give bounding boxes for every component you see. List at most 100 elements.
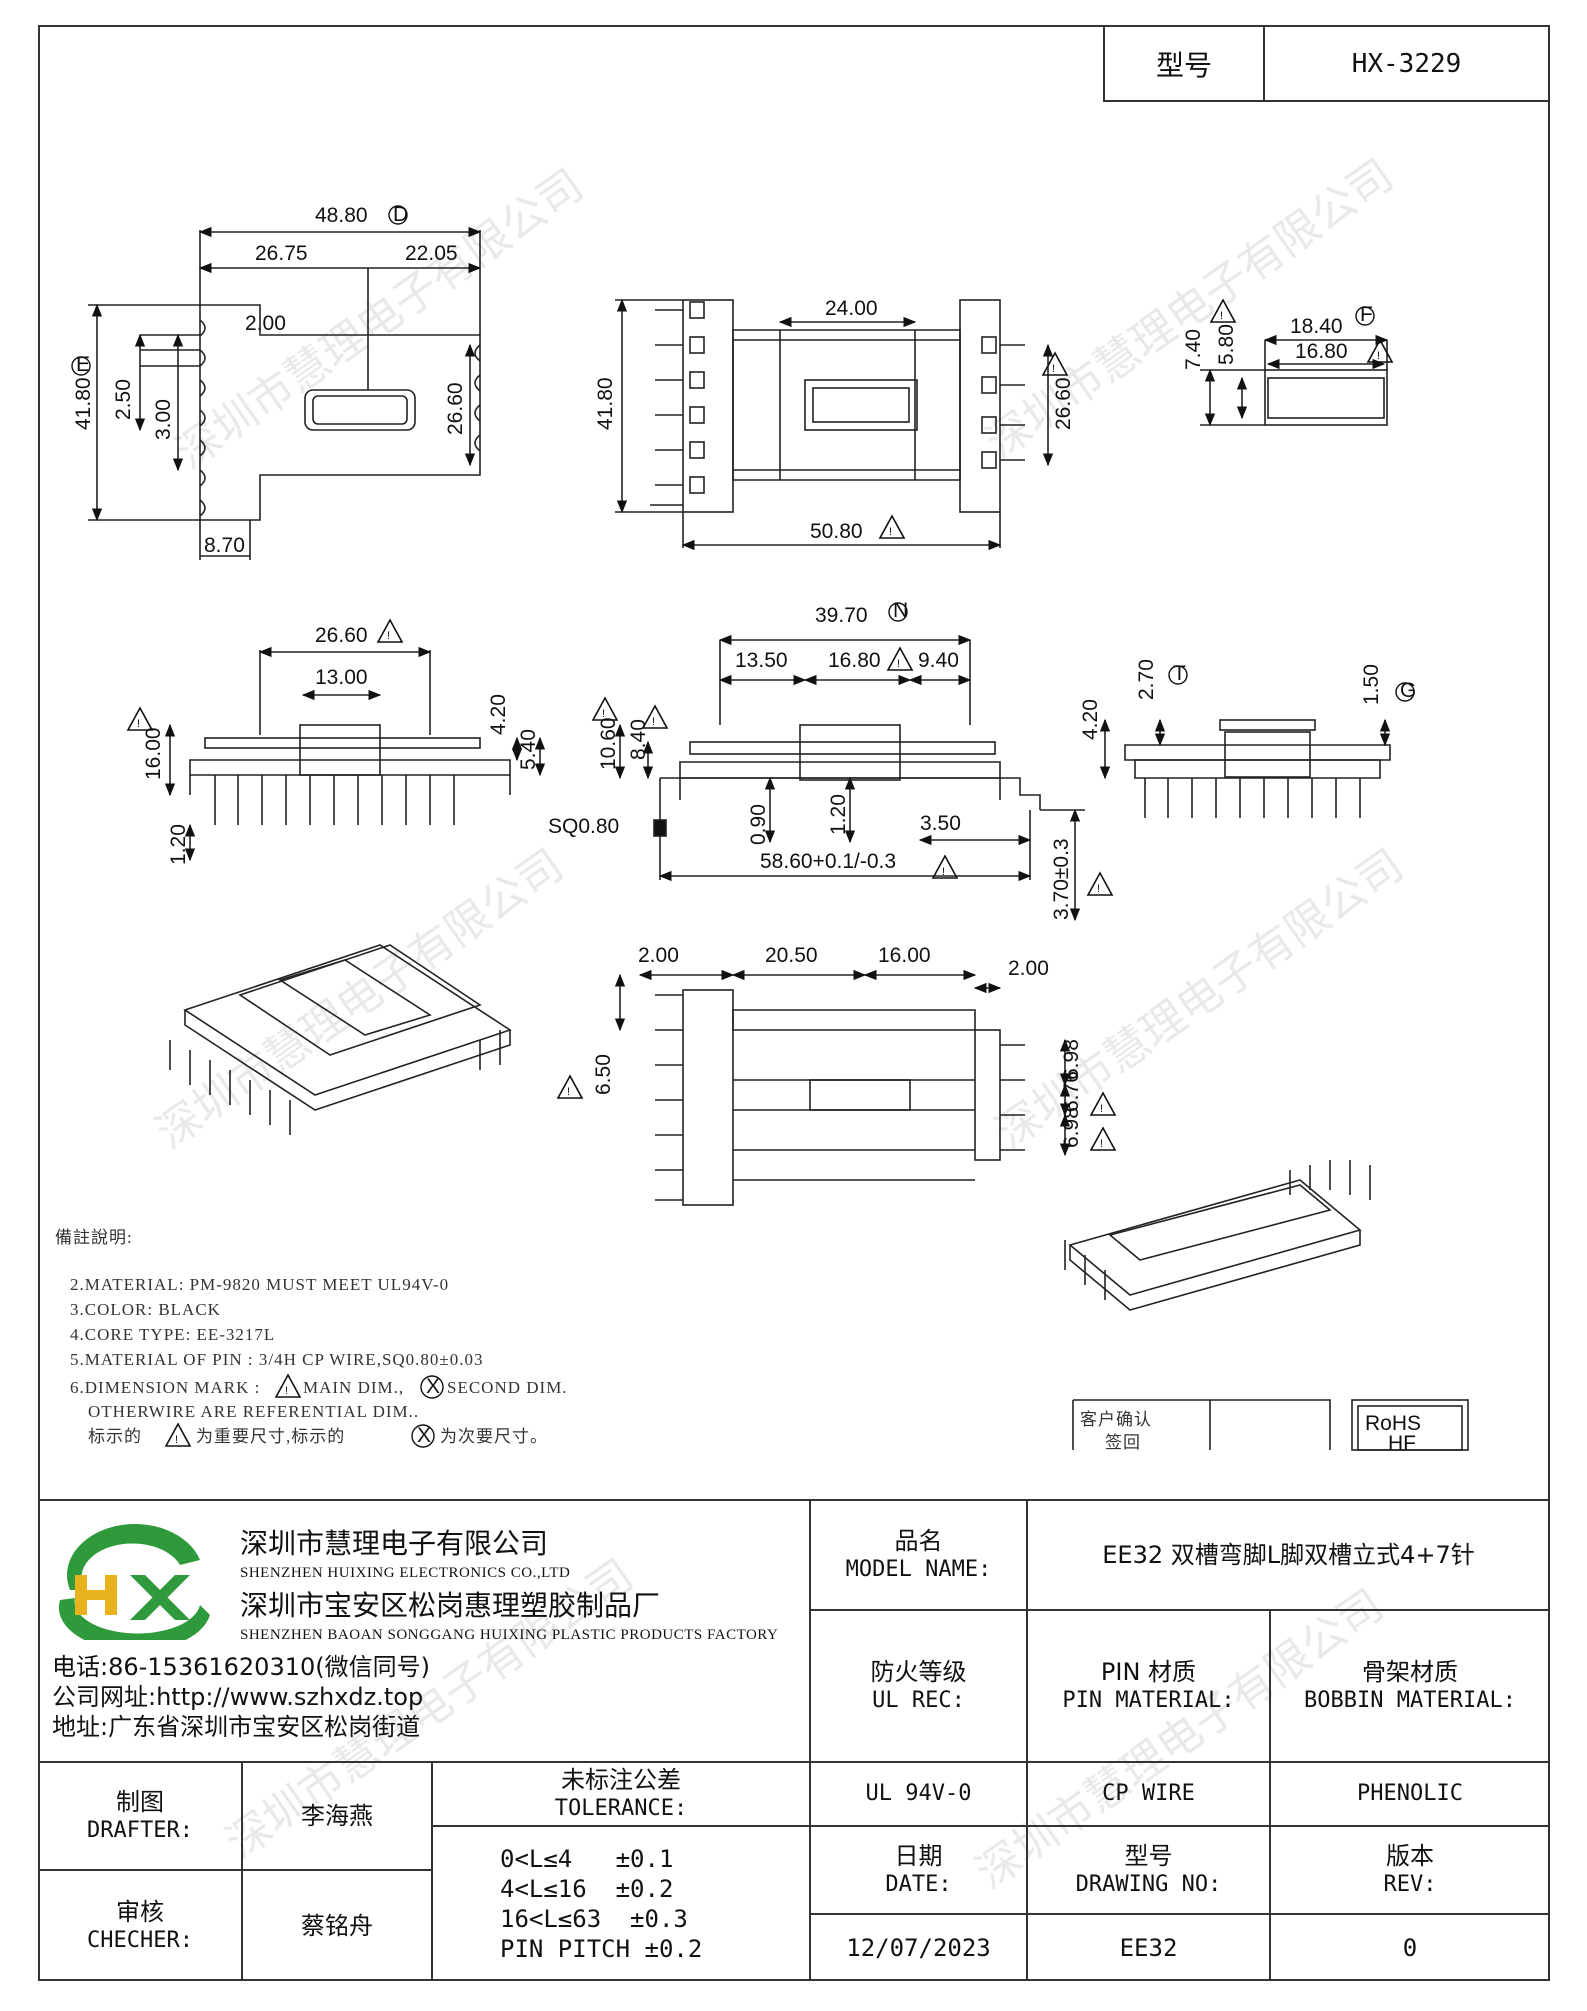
ul-rec-value: UL 94V-0 [865,1781,972,1807]
rev-cn: 版本 [1386,1842,1434,1871]
dim-bm-wc: 16.00 [878,944,931,967]
dim-overall-width: 48.80 [315,204,368,227]
dim-side-total: 58.60+0.1/-0.3 [760,850,896,873]
bobbin-material-value: PHENOLIC [1357,1781,1463,1807]
dim-side-db: 1.20 [827,794,850,835]
tolerance-en: TOLERANCE: [554,1796,688,1822]
dim-side-center: 16.80 [828,649,881,672]
company-names: 深圳市慧理电子有限公司 SHENZHEN HUIXING ELECTRONICS… [240,1522,778,1644]
dim-height-left: 41.80 [72,377,95,430]
dim-overall-mid: 50.80 [810,520,863,543]
ul-rec-en: UL REC: [872,1688,965,1714]
drawing-no-value: EE32 [1119,1933,1178,1962]
date-cn: 日期 [894,1842,943,1871]
dim-outer-width: 18.40 [1290,315,1343,338]
dim-bm-pa: 6.98 [1060,1039,1083,1080]
checker-cn: 审核 [116,1897,164,1926]
rev-value: 0 [1402,1933,1418,1962]
dim-pin-len: 1.20 [167,824,190,865]
drawing-no-label: 型号 DRAWING NO: [1027,1826,1270,1914]
checker-name: 蔡铭舟 [301,1911,373,1940]
bobbin-material-en: BOBBIN MATERIAL: [1304,1688,1516,1714]
tolerance-label: 未标注公差 TOLERANCE: [432,1762,810,1826]
model-name-cn: 品名 [894,1527,943,1556]
company-logo [58,1524,210,1640]
drawing-no-en: DRAWING NO: [1075,1872,1222,1898]
dim-inner-height: 5.80 [1215,324,1238,365]
checker-en: CHECHER: [87,1927,193,1953]
dim-height-mid: 41.80 [594,377,617,430]
notes-dim-mark-second: SECOND DIM. [447,1378,568,1397]
view-top-right [1200,334,1389,427]
header-model-value: HX-3229 [1351,48,1462,79]
factory-name-en: SHENZHEN BAOAN SONGGANG HUIXING PLASTIC … [240,1627,779,1643]
header-model-label: 型号 [1105,27,1265,100]
mark-d: D [393,203,408,226]
notes-line-1: 2.MATERIAL: PM-9820 MUST MEET UL94V-0 [70,1275,449,1294]
dimension-labels: 48.80 D 26.75 22.05 2.00 41.80 E 2.50 3.… [71,203,1416,1148]
date-label: 日期 DATE: [810,1826,1027,1914]
notes-dim-mark-main: MAIN DIM., [303,1378,404,1397]
tolerance-values: 0<L≤4 ±0.1 4<L≤16 ±0.2 16<L≤63 ±0.3 PIN … [432,1826,810,1981]
title-block-grid [38,1499,1550,1981]
factory-name-cn: 深圳市宝安区松岗惠理塑胶制品厂 [240,1589,661,1622]
notes-block: 備註說明: 2.MATERIAL: PM-9820 MUST MEET UL94… [55,1228,568,1448]
model-name-label: 品名 MODEL NAME: [810,1500,1027,1610]
dim-side-height: 16.00 [142,727,165,780]
stamp-texts: 客户确认 签回 RoHS HF [1080,1410,1421,1455]
view-side-mid [614,634,1085,922]
dim-slot: 2.00 [245,312,286,335]
dim-side-mid-hb: 8.40 [627,719,650,760]
drafter-label: 制图 DRAFTER: [38,1762,242,1870]
notes-line-4: 5.MATERIAL OF PIN : 3/4H CP WIRE,SQ0.80±… [70,1350,484,1369]
mark-t: T [1173,662,1186,685]
notes-title: 備註說明: [55,1228,133,1247]
mark-g: G [1400,679,1416,702]
dim-flange-width: 26.60 [315,624,368,647]
company-name-cn: 深圳市慧理电子有限公司 [240,1527,549,1560]
tolerance-line-1: 0<L≤4 ±0.1 [500,1844,674,1873]
view-bottom-mid [614,969,1071,1206]
pin-material-cn: PIN 材质 [1100,1658,1197,1687]
bobbin-material-label: 骨架材质 BOBBIN MATERIAL: [1270,1610,1550,1762]
company-website: 公司网址:http://www.szhxdz.top [52,1683,424,1711]
dim-foot: 8.70 [204,534,245,557]
view-side-left [164,646,546,862]
company-phone: 电话:86-15361620310(微信同号) [52,1653,430,1681]
drawing-sheet-border [38,25,1550,1981]
drafter-name: 李海燕 [301,1802,373,1830]
company-contact: 电话:86-15361620310(微信同号) 公司网址:http://www.… [52,1652,430,1742]
stamp-hf: HF [1388,1432,1416,1455]
pin-material-en: PIN MATERIAL: [1062,1688,1235,1714]
rev-label: 版本 REV: [1270,1826,1550,1914]
mark-x: X [426,1375,440,1398]
tolerance-line-4: PIN PITCH ±0.2 [500,1934,703,1963]
rev-en: REV: [1383,1872,1437,1898]
stamp-boxes [1072,1399,1469,1451]
ul-rec-label: 防火等级 UL REC: [810,1610,1027,1762]
ul-rec-cn: 防火等级 [870,1658,967,1687]
model-name-en: MODEL NAME: [845,1557,992,1583]
drafter-en: DRAFTER: [87,1818,193,1844]
dim-right-part: 22.05 [405,242,458,265]
dim-pin-drop: 3.70±0.3 [1050,838,1073,920]
dim-sr-hc: 1.50 [1360,664,1383,705]
notes-dim-mark-prefix: 6.DIMENSION MARK : [70,1378,260,1397]
dim-side-hb: 5.40 [517,729,540,770]
stamp-sign-back: 签回 [1105,1433,1141,1452]
dim-bm-pc: 6.98 [1060,1107,1083,1148]
dim-side-dc: 3.50 [920,812,961,835]
dim-pitch-b: 3.00 [152,399,175,440]
tolerance-line-3: 16<L≤63 ±0.3 [500,1904,688,1933]
dim-bm-pb: 6.76 [1060,1071,1083,1112]
view-iso-right [1064,1160,1371,1311]
drawing-no-cn: 型号 [1124,1842,1173,1871]
header-model-box: 型号 HX-3229 [1103,25,1550,102]
dim-bm-pitch: 6.50 [592,1054,615,1095]
tolerance-line-2: 4<L≤16 ±0.2 [500,1874,674,1903]
dim-side-ha: 4.20 [487,694,510,735]
view-top-mid [615,298,1054,551]
date-value: 12/07/2023 [846,1933,991,1962]
watermark-2: 深圳市慧理电子有限公司 [977,150,1403,469]
